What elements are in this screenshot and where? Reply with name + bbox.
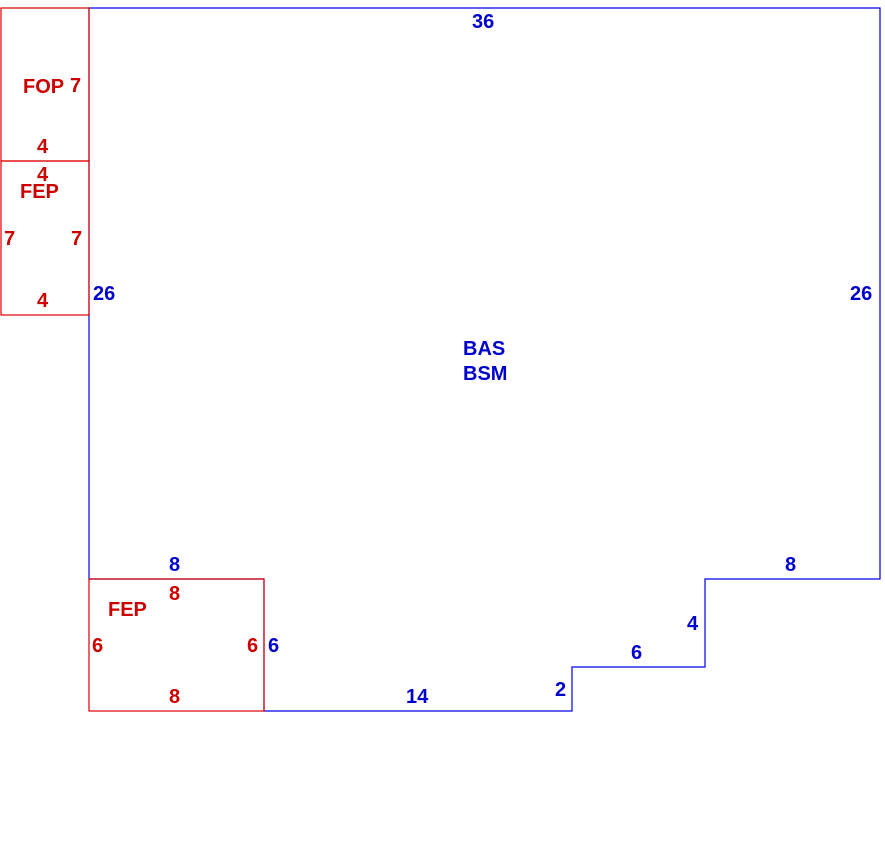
fep-bottom-outline [88, 578, 265, 712]
dim-notch-top: 8 [169, 554, 180, 576]
dim-bottom: 14 [406, 686, 429, 708]
fep-bottom-label: FEP [108, 599, 147, 621]
fep-top-label: FEP [20, 181, 59, 203]
dim-top: 36 [472, 11, 494, 33]
fep-top-dim-right: 7 [71, 228, 82, 250]
dim-step-top: 8 [785, 554, 796, 576]
dim-step-right: 4 [687, 613, 699, 635]
fep-bottom-dim-top: 8 [169, 583, 180, 605]
dim-notch-side: 6 [268, 635, 279, 657]
fop-label: FOP [23, 76, 64, 98]
fop-dim-side: 7 [70, 75, 81, 97]
dim-left: 26 [93, 283, 115, 305]
fep-top-outline [0, 160, 90, 316]
fep-top-dim-left: 7 [4, 228, 15, 250]
fep-bottom-dim-right: 6 [247, 635, 258, 657]
main-label-bas: BAS [463, 338, 505, 360]
fep-top-dim-top: 4 [37, 164, 49, 186]
dim-right: 26 [850, 283, 872, 305]
main-label-bsm: BSM [463, 363, 507, 385]
fep-top-dim-bottom: 4 [37, 290, 49, 312]
fep-bottom-dim-bottom: 8 [169, 686, 180, 708]
fop-dim-bottom: 4 [37, 136, 49, 158]
dim-step-small: 2 [555, 679, 566, 701]
dim-step-mid: 6 [631, 642, 642, 664]
fep-bottom-dim-left: 6 [92, 635, 103, 657]
